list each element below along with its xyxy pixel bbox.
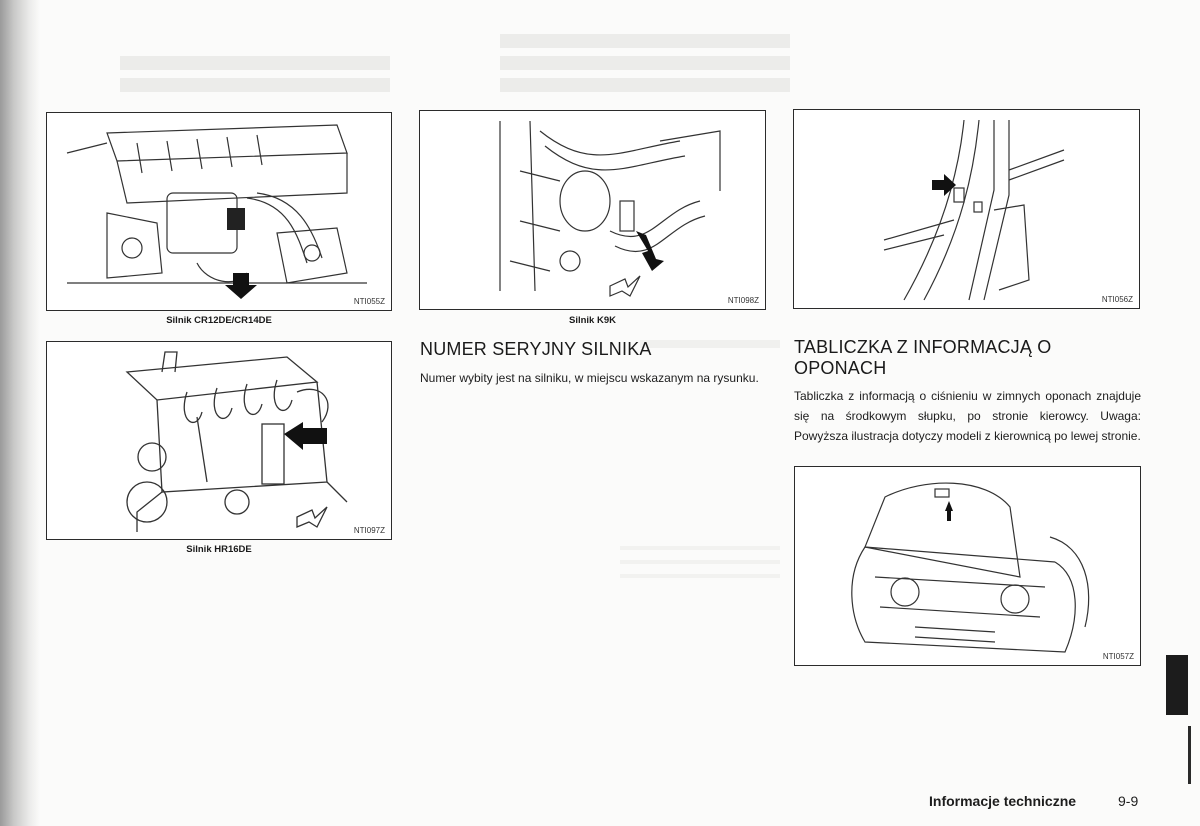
- figure-open-hood: NTI057Z: [794, 466, 1141, 666]
- figure-code: NTI057Z: [1102, 652, 1134, 661]
- figure-engine-k9k: NTI098Z: [419, 110, 766, 310]
- engine-hr16de-illustration: [125, 351, 348, 532]
- door-pillar-illustration: [883, 119, 1065, 301]
- chapter-thumb-tab: [1166, 655, 1188, 715]
- engine-cr12de-illustration: [66, 124, 367, 299]
- figure-code: NTI098Z: [727, 296, 759, 305]
- figure-caption-hr16de: Silnik HR16DE: [186, 544, 252, 555]
- engine-serial-text: Numer wybity jest na silniku, w miejscu …: [420, 371, 759, 385]
- figure-door-pillar: NTI056Z: [793, 109, 1140, 309]
- figure-code: NTI097Z: [353, 526, 385, 535]
- open-hood-illustration: [851, 482, 1090, 653]
- figure-code: NTI055Z: [353, 297, 385, 306]
- edge-mark: [1188, 726, 1191, 784]
- footer-section-title: Informacje techniczne: [929, 793, 1077, 809]
- engine-k9k-illustration: [499, 120, 721, 297]
- footer-page-number: 9-9: [1118, 793, 1139, 809]
- figure-engine-hr16de: NTI097Z: [46, 341, 392, 540]
- book-spine-shadow: [0, 0, 40, 826]
- figure-caption-k9k: Silnik K9K: [569, 315, 616, 326]
- tire-plate-heading: TABLICZKA Z INFORMACJĄ O OPONACH: [794, 337, 1052, 378]
- figure-engine-cr12de: NTI055Z: [46, 112, 392, 311]
- figure-code: NTI056Z: [1101, 295, 1133, 304]
- figure-caption-cr12de: Silnik CR12DE/CR14DE: [166, 315, 272, 326]
- tire-plate-text: Tabliczka z informacją o ciśnieniu w zim…: [794, 389, 1141, 443]
- engine-serial-heading: NUMER SERYJNY SILNIKA: [420, 339, 652, 359]
